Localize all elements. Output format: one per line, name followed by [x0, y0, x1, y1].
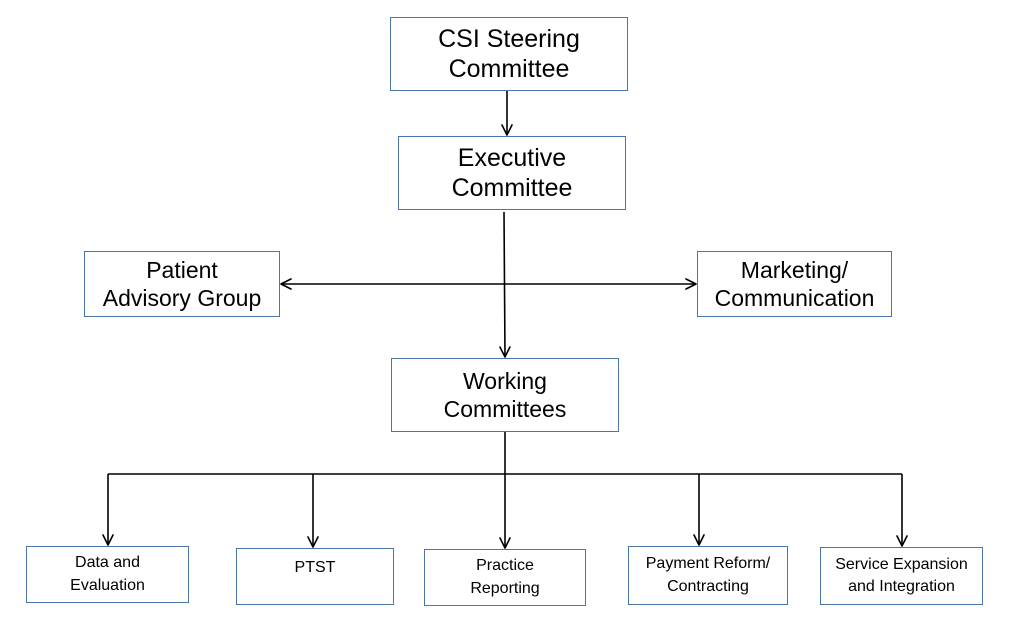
service-expansion-integration-box: Service Expansion and Integration: [820, 547, 983, 605]
executive-committee-box: Executive Committee: [398, 136, 626, 210]
marketing-communication-box: Marketing/ Communication: [697, 251, 892, 317]
working-committees-box: Working Committees: [391, 358, 619, 432]
patient-advisory-group-box: Patient Advisory Group: [84, 251, 280, 317]
csi-steering-committee-box: CSI Steering Committee: [390, 17, 628, 91]
practice-reporting-box: Practice Reporting: [424, 549, 586, 606]
ptst-box: PTST: [236, 548, 394, 605]
data-and-evaluation-box: Data and Evaluation: [26, 546, 189, 603]
payment-reform-contracting-box: Payment Reform/ Contracting: [628, 546, 788, 605]
